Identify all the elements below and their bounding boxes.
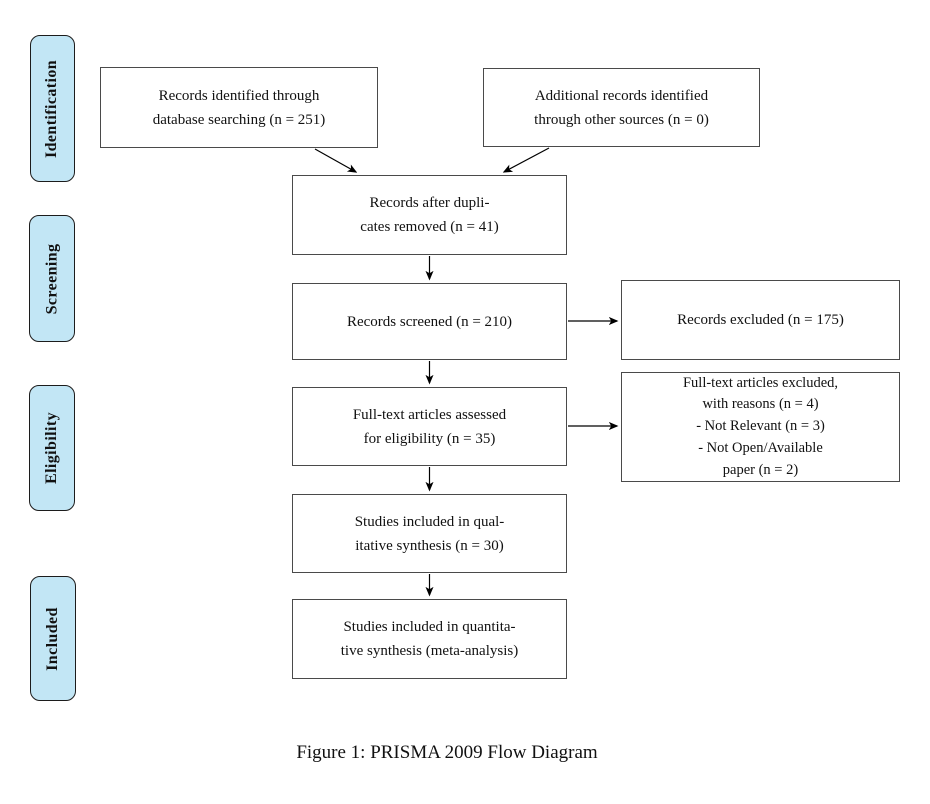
box-qualitative-synthesis: Studies included in qual- itative synthe… (292, 494, 567, 573)
box-additional-records: Additional records identified through ot… (483, 68, 760, 147)
box-fulltext-excluded: Full-text articles excluded, with reason… (621, 372, 900, 482)
stage-label-included-text: Included (44, 606, 62, 671)
box-records-excluded: Records excluded (n = 175) (621, 280, 900, 360)
stage-label-eligibility-text: Eligibility (43, 412, 61, 484)
stage-label-eligibility: Eligibility (29, 385, 75, 511)
box-records-identified: Records identified through database sear… (100, 67, 378, 148)
box-records-after-duplicates: Records after dupli- cates removed (n = … (292, 175, 567, 255)
stage-label-screening-text: Screening (43, 243, 61, 314)
arrow-additional-to-duplicates (502, 147, 550, 173)
box-quantitative-synthesis: Studies included in quantita- tive synth… (292, 599, 567, 679)
box-fulltext-assessed: Full-text articles assessed for eligibil… (292, 387, 567, 466)
box-records-screened: Records screened (n = 210) (292, 283, 567, 360)
stage-label-identification: Identification (30, 35, 75, 182)
stage-label-identification-text: Identification (43, 59, 61, 158)
stage-label-included: Included (30, 576, 76, 701)
stage-label-screening: Screening (29, 215, 75, 342)
figure-caption: Figure 1: PRISMA 2009 Flow Diagram (296, 742, 598, 763)
arrow-identified-to-duplicates (314, 148, 358, 173)
